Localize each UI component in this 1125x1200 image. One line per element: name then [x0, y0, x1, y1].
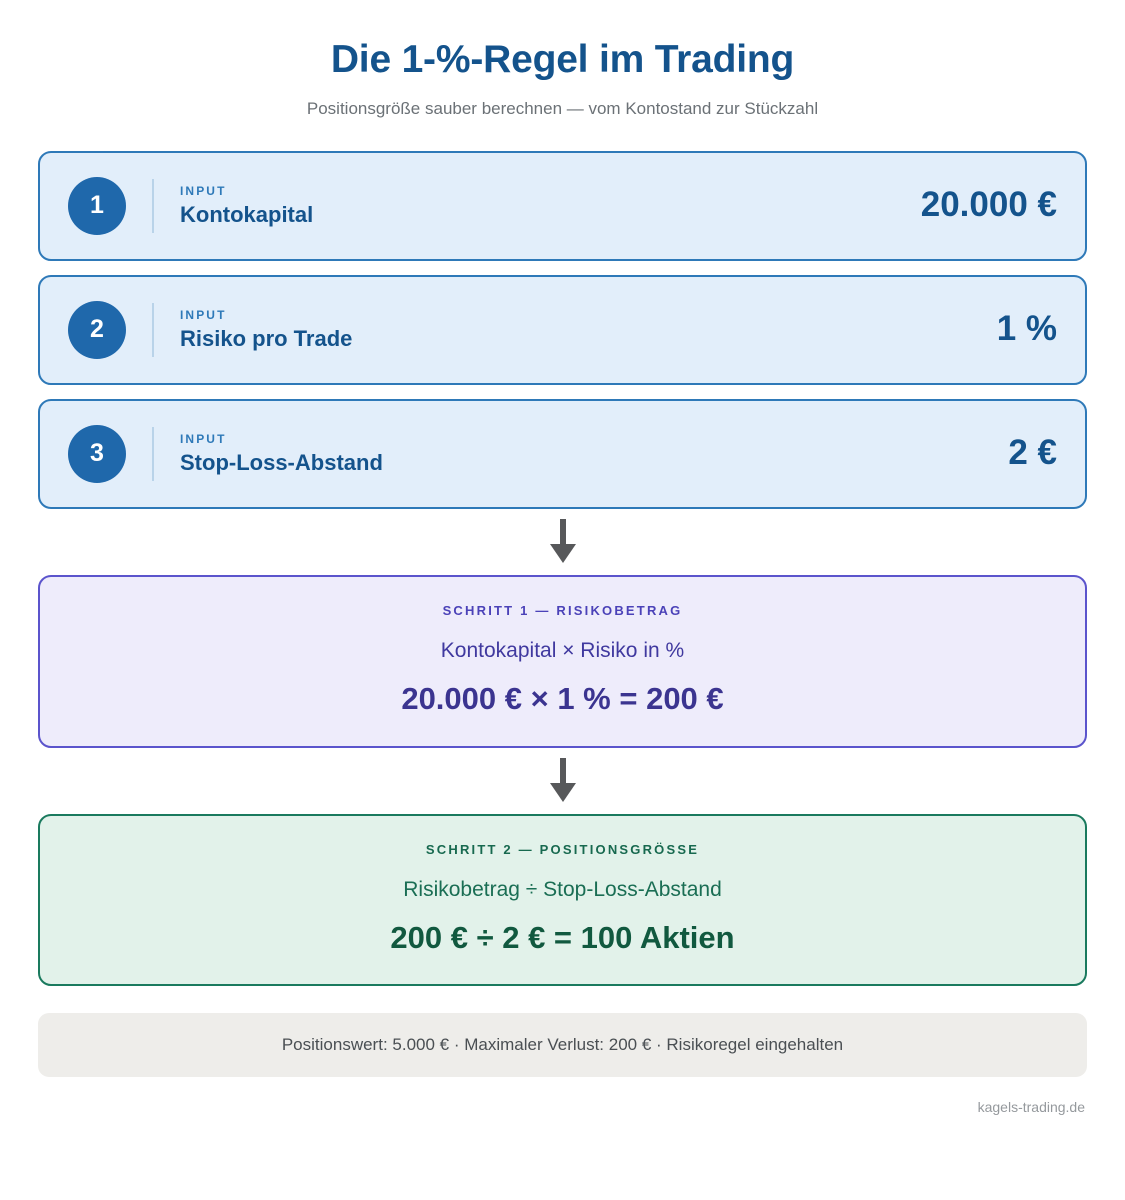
step-number-badge: 2 — [68, 300, 126, 359]
arrow-down-icon — [548, 757, 578, 804]
card-value: 1 % — [996, 309, 1057, 349]
flow-arrow-1 — [38, 509, 1087, 575]
card-label: Risiko pro Trade — [180, 325, 353, 351]
card-divider — [152, 426, 154, 481]
summary-text: Positionswert: 5.000 € · Maximaler Verlu… — [281, 1035, 844, 1055]
input-card-kontokapital[interactable]: 1 INPUT Kontokapital 20.000 € — [38, 150, 1087, 261]
source-credit: kagels-trading.de — [977, 1099, 1085, 1116]
card-value: 2 € — [1008, 433, 1057, 473]
summary-bar: Positionswert: 5.000 € · Maximaler Verlu… — [38, 1013, 1087, 1078]
step-panel-risikobetrag: SCHRITT 1 — RISIKOBETRAG Kontokapital × … — [38, 574, 1087, 748]
card-text-block: INPUT Risiko pro Trade — [180, 309, 997, 351]
input-card-stop-loss-abstand[interactable]: 3 INPUT Stop-Loss-Abstand 2 € — [38, 398, 1087, 509]
step-number-badge: 3 — [68, 424, 126, 483]
flow-arrow-2 — [38, 748, 1087, 814]
card-divider — [152, 302, 154, 357]
step-formula: Risikobetrag ÷ Stop-Loss-Abstand — [403, 877, 722, 901]
step-panel-positionsgroesse: SCHRITT 2 — POSITIONSGRÖSSE Risikobetrag… — [38, 813, 1087, 987]
step-kicker: SCHRITT 2 — POSITIONSGRÖSSE — [425, 841, 700, 857]
card-kicker: INPUT — [180, 183, 227, 198]
card-divider — [152, 178, 154, 233]
arrow-down-icon — [548, 518, 578, 565]
input-card-list: 1 INPUT Kontokapital 20.000 € 2 INPUT Ri… — [38, 150, 1087, 509]
input-card-risiko-pro-trade[interactable]: 2 INPUT Risiko pro Trade 1 % — [38, 274, 1087, 385]
card-label: Stop-Loss-Abstand — [180, 449, 383, 475]
step-formula: Kontokapital × Risiko in % — [440, 638, 685, 662]
card-label: Kontokapital — [180, 201, 314, 227]
card-kicker: INPUT — [180, 431, 227, 446]
step-result: 200 € ÷ 2 € = 100 Aktien — [390, 919, 735, 955]
step-result: 20.000 € × 1 % = 200 € — [401, 680, 724, 716]
step-kicker: SCHRITT 1 — RISIKOBETRAG — [442, 602, 683, 618]
card-text-block: INPUT Kontokapital — [180, 185, 921, 227]
step-number-badge: 1 — [68, 176, 126, 235]
card-value: 20.000 € — [920, 185, 1057, 225]
page-subtitle: Positionsgröße sauber berechnen — vom Ko… — [306, 98, 819, 118]
card-kicker: INPUT — [180, 307, 227, 322]
header: Die 1-%-Regel im Trading Positionsgröße … — [38, 0, 1087, 120]
page-title: Die 1-%-Regel im Trading — [330, 38, 795, 81]
card-text-block: INPUT Stop-Loss-Abstand — [180, 433, 1008, 475]
